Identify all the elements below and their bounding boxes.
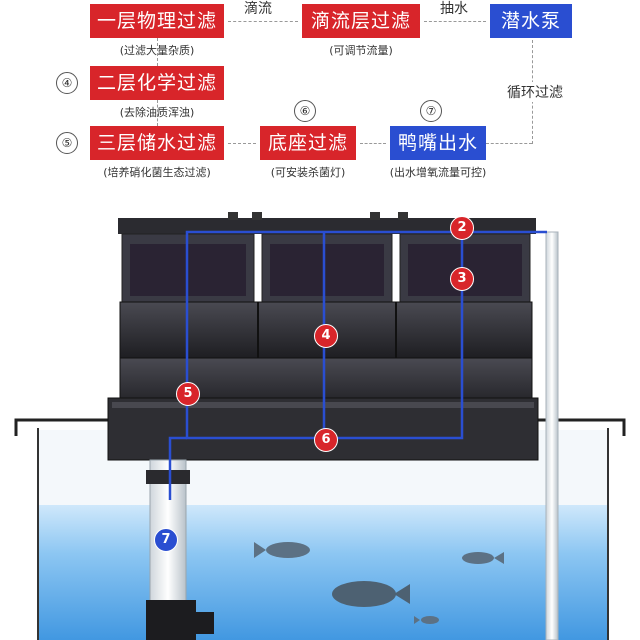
step-duckbill-caption: (出水增氧流量可控): [389, 166, 487, 179]
step-storage-filter: 三层储水过滤: [90, 126, 224, 160]
marker-5: 5: [176, 382, 200, 406]
step-physical-filter: 一层物理过滤: [90, 4, 224, 38]
marker-2: 2: [450, 216, 474, 240]
connector-label-pump: 抽水: [440, 1, 468, 17]
connector-1-2: [228, 21, 298, 22]
step-chemical-filter: 二层化学过滤: [90, 66, 224, 100]
step-drip-layer: 滴流层过滤: [302, 4, 420, 38]
connector-label-drip: 滴流: [244, 1, 272, 17]
marker-6: 6: [314, 428, 338, 452]
step-base-caption: (可安装杀菌灯): [270, 166, 346, 179]
aquarium-water: [38, 505, 608, 640]
connector-5-6: [228, 143, 256, 144]
step-chemical-caption: (去除油质浑浊): [119, 106, 195, 119]
marker-7: 7: [154, 528, 178, 552]
step-number-6: ⑥: [294, 100, 316, 122]
connector-label-circulate: 循环过滤: [505, 82, 565, 102]
tray-row-top: [121, 233, 531, 303]
step-base-filter: 底座过滤: [260, 126, 356, 160]
step-drip-caption: (可调节流量): [329, 44, 393, 57]
fish-icon: [254, 542, 504, 624]
step-number-4: ④: [56, 72, 78, 94]
marker-4: 4: [314, 324, 338, 348]
connector-6-7: [360, 143, 386, 144]
step-number-7: ⑦: [420, 100, 442, 122]
connector-2-3: [424, 21, 486, 22]
connector-4-5: [157, 100, 158, 126]
step-submersible-pump: 潜水泵: [490, 4, 572, 38]
marker-3: 3: [450, 267, 474, 291]
connector-7-loop: [486, 143, 532, 144]
step-number-5: ⑤: [56, 132, 78, 154]
connector-1-4: [157, 38, 158, 66]
step-duckbill-outlet: 鸭嘴出水: [390, 126, 486, 160]
step-storage-caption: (培养硝化菌生态过滤): [103, 166, 211, 179]
